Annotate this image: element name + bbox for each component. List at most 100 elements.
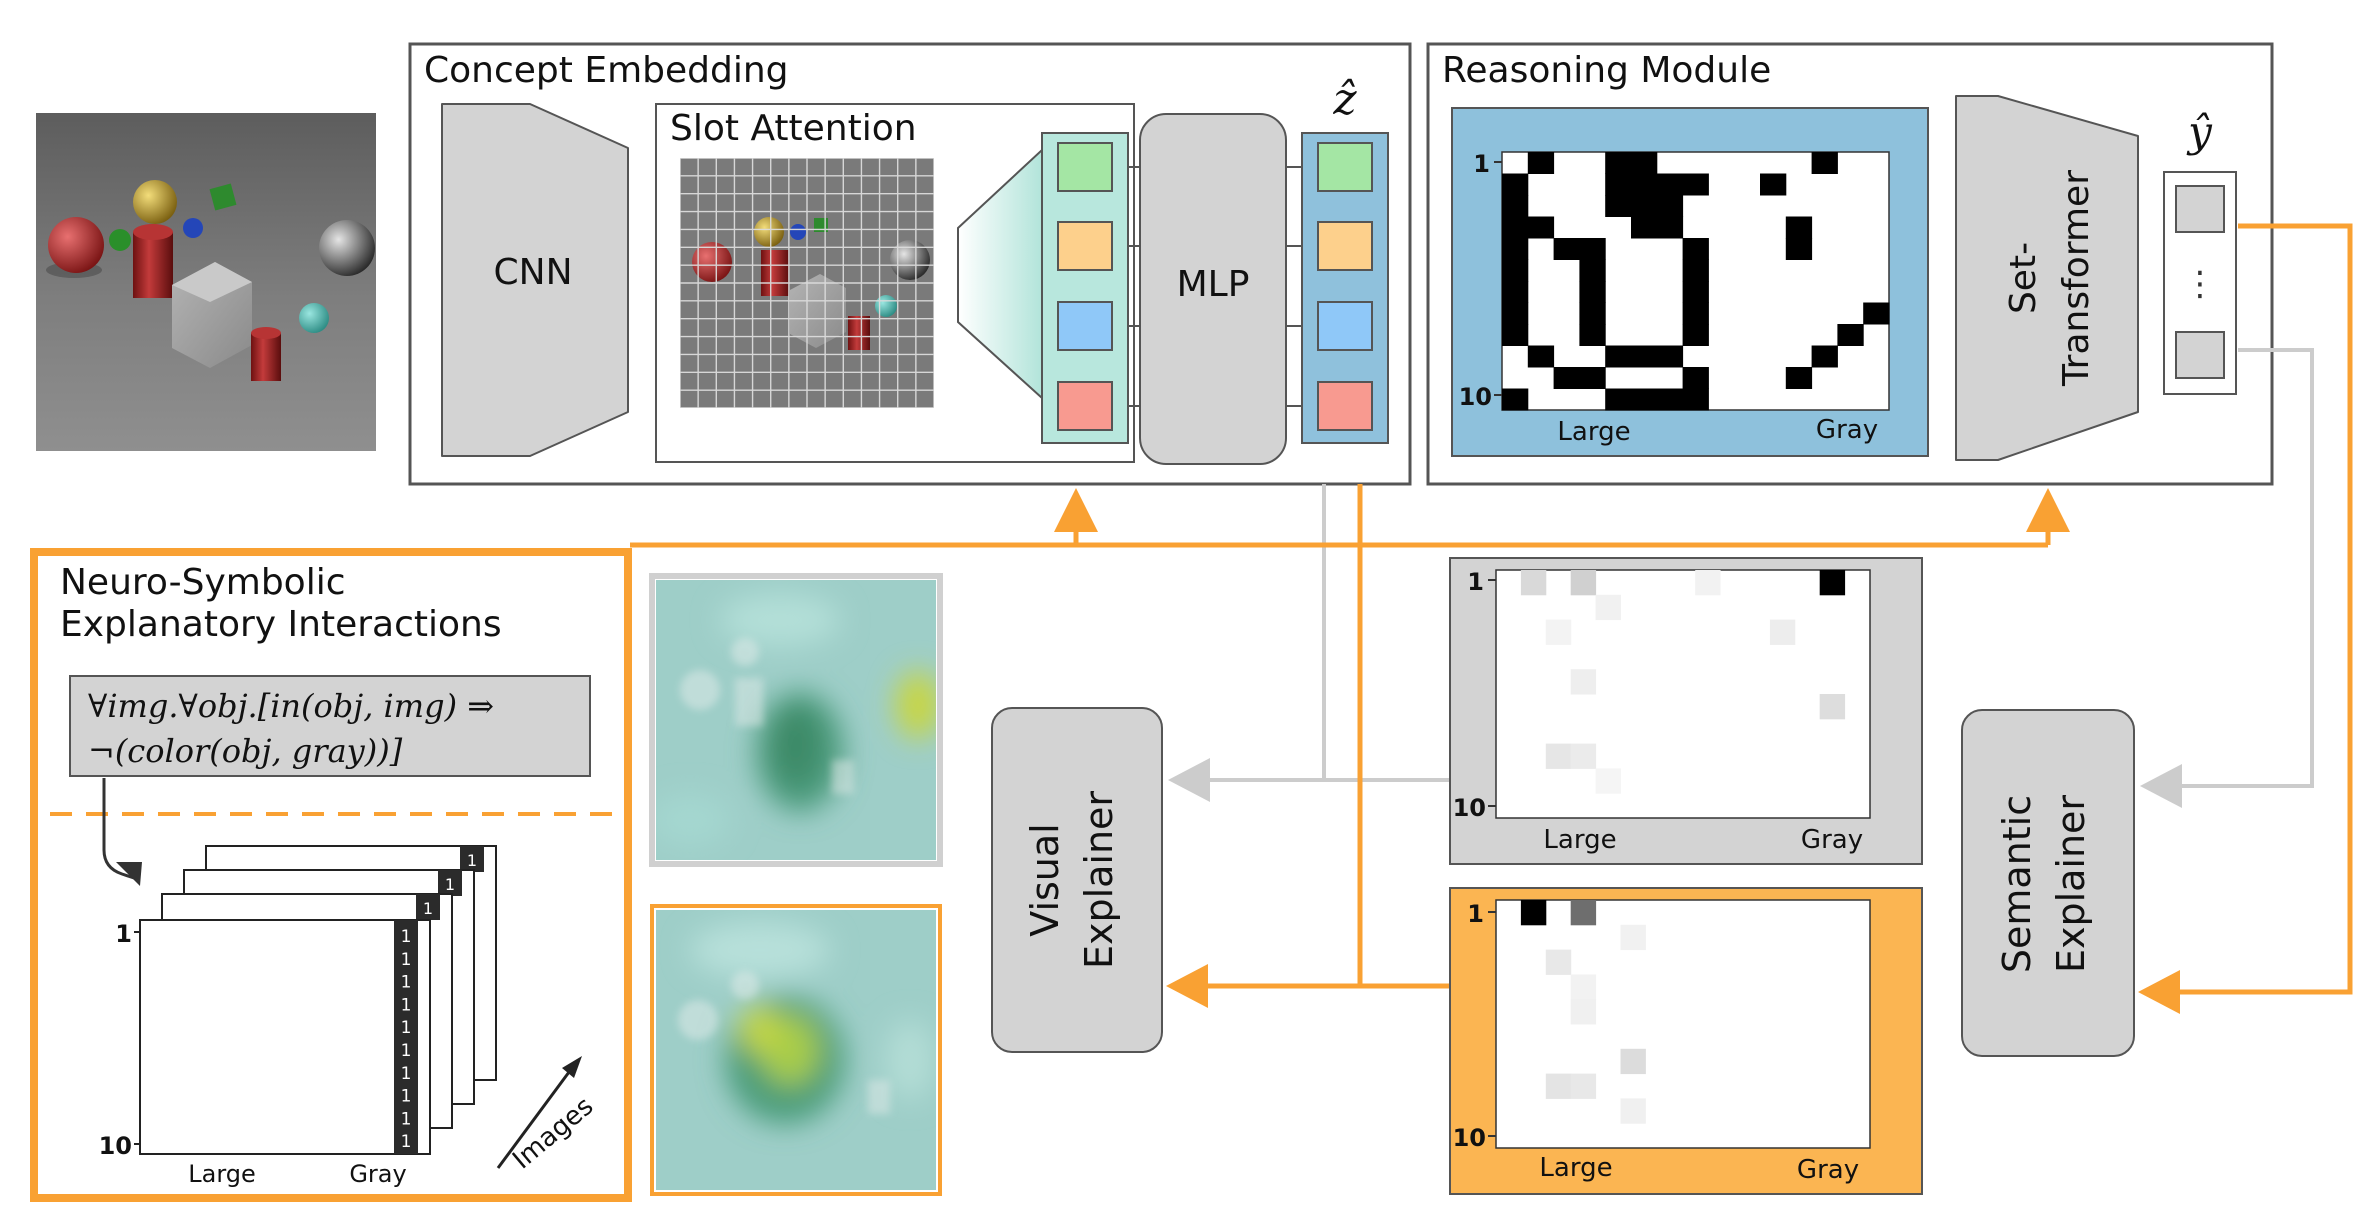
feedback-col-large: Large [188,1160,256,1188]
semantic-explainer-block: Semantic Explainer [1961,709,2135,1057]
reasoning-module: Reasoning Module 1 10 Large Gray Set- Tr… [1426,42,2274,486]
slot-attention-title: Slot Attention [670,108,917,149]
slot-vectors [1041,132,1129,444]
matrix-cell [1631,216,1658,239]
feedback-value: 1 [401,1132,412,1152]
orange-matrix-row-last: 10 [1453,1124,1486,1152]
matrix-cell [1656,173,1684,196]
matrix-cell [1502,302,1529,325]
feedback-value: 1 [401,995,412,1015]
nesy-title-line2: Explanatory Interactions [60,604,502,645]
matrix-cell [1553,238,1580,260]
feedback-row-first: 1 [115,920,132,948]
matrix-cell [1527,152,1555,174]
matrix-cell [1785,238,1813,260]
visual-explainer-block: Visual Explainer [991,707,1163,1053]
matrix-cell [1682,302,1709,325]
matrix-cell [1502,324,1529,346]
feedback-value: 1 [401,1041,412,1061]
matrix-cell [1682,281,1709,303]
matrix-cell [1527,345,1555,368]
matrix-cell [1502,238,1529,260]
matrix-cell [1631,345,1658,368]
matrix-cell [1620,924,1646,951]
orange-matrix-row-first: 1 [1467,900,1484,928]
matrix-row-first: 1 [1473,150,1490,178]
cnn-block: CNN [441,103,629,457]
matrix-col-large: Large [1557,417,1630,447]
matrix-cell [1631,152,1658,174]
heatmap-orange [650,904,942,1196]
feedback-value: 1 [401,927,412,947]
matrix-cell [1605,388,1632,411]
matrix-cell [1682,367,1709,389]
rule-line1: ∀img.∀obj.[in(obj, img) ⇒ [88,687,494,725]
feedback-value: 1 [445,875,455,894]
matrix-cell [1502,281,1529,303]
concept-embedding-module: Concept Embedding CNN Slot Attention [408,42,1412,486]
visual-explainer-line2: Explainer [1077,791,1121,969]
matrix-cell [1502,388,1529,411]
matrix-row-last: 10 [1459,383,1492,411]
rule-box: ∀img.∀obj.[in(obj, img) ⇒ ¬(color(obj, g… [69,675,591,777]
gray-matrix-row-last: 10 [1453,794,1486,822]
feedback-value: 1 [423,899,433,918]
matrix-cell [1631,388,1658,411]
y-hat-dots: ⋮ [2183,264,2217,304]
feedback-value: 1 [401,1109,412,1129]
set-transformer-block: Set- Transformer [1955,95,2139,461]
semantic-explainer-line1: Semantic [1995,795,2039,973]
matrix-cell [1682,388,1709,411]
matrix-cell [1570,1073,1597,1099]
matrix-cell [1785,367,1813,389]
slot-square [1057,381,1113,431]
matrix-cell [1579,238,1606,260]
matrix-cell [1811,152,1838,174]
matrix-cell [1695,570,1721,596]
matrix-cell [1837,324,1864,346]
feedback-col-gray: Gray [349,1160,406,1188]
matrix-cell [1570,743,1597,769]
gray-matrix-row-first: 1 [1467,568,1484,596]
matrix-cell [1502,173,1529,196]
matrix-cell [1811,345,1838,368]
matrix-cell [1631,195,1658,217]
matrix-cell [1656,216,1684,239]
concept-matrix: 1 10 Large Gray [1459,150,1890,447]
matrix-cell [1579,281,1606,303]
semantic-explanation-gray: 1 10 Large Gray [1449,557,1923,865]
nesy-title-line1: Neuro-Symbolic [60,562,346,603]
matrix-cell [1595,594,1621,621]
cnn-label: CNN [494,252,573,293]
matrix-cell [1682,173,1709,196]
semantic-explainer-line2: Explainer [2049,795,2093,973]
matrix-cell [1570,900,1597,926]
matrix-cell [1545,743,1572,769]
matrix-cell [1620,1098,1646,1124]
matrix-cell [1656,195,1684,217]
z-hat-label: ẑ [1332,74,1357,125]
matrix-cell [1819,694,1846,720]
feedback-row-last: 10 [99,1132,132,1160]
flow-arrows [630,223,2353,1014]
matrix-cell [1570,570,1597,596]
matrix-cell [1682,238,1709,260]
rule-line2: ¬(color(obj, gray))] [88,732,403,770]
matrix-cell [1520,570,1547,596]
feedback-value: 1 [401,1064,412,1084]
feedback-value: 1 [401,1087,412,1107]
matrix-cell [1570,669,1597,695]
z-hat-square [1317,301,1373,351]
visual-explainer-line1: Visual [1023,823,1067,936]
matrix-cell [1605,173,1632,196]
set-transformer-line2: Transformer [2056,170,2097,387]
z-hat-vectors: ẑ [1301,74,1389,444]
nesy-interactions-panel: Neuro-Symbolic Explanatory Interactions … [30,548,632,1202]
slot-square [1057,301,1113,351]
semantic-explanation-orange: 1 10 Large Gray [1449,887,1923,1195]
slot-square [1057,142,1113,192]
matrix-cell [1656,388,1684,411]
